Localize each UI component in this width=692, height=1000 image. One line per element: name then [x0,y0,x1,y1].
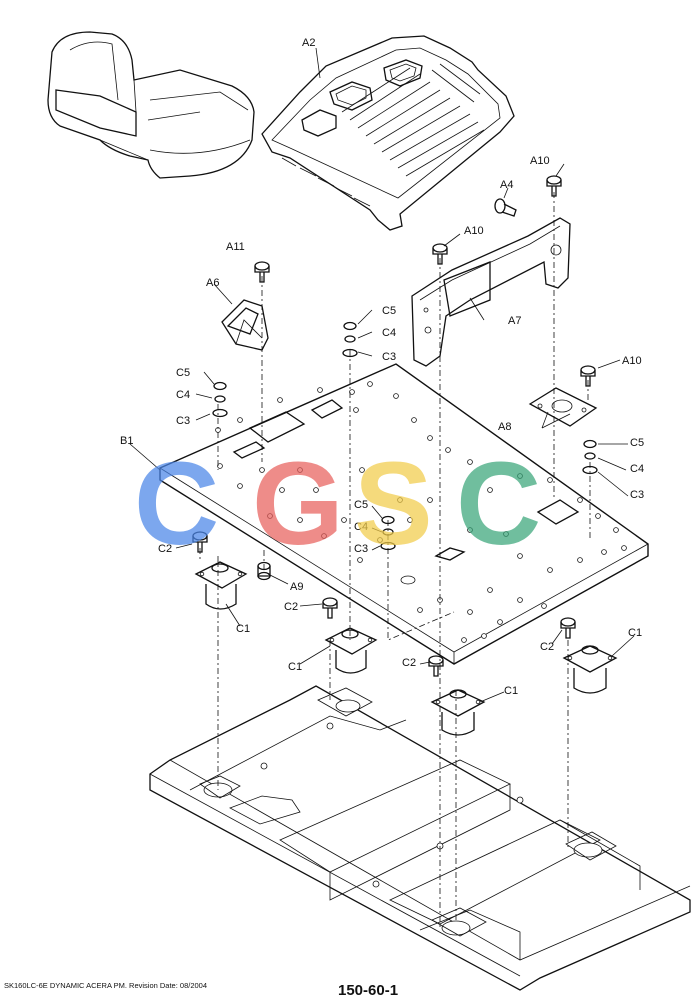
label-a10-top: A10 [530,155,550,167]
label-a9: A9 [290,581,303,593]
watermark-letter-c1: C [134,438,219,570]
model-revision-text: SK160LC-6E DYNAMIC ACERA PM. Revision Da… [4,981,208,990]
page-number: 150-60-1 [338,982,399,999]
mount-c1-1 [194,561,248,610]
stack-right [582,439,598,475]
bolt-c2-4 [560,617,576,639]
label-c5-right: C5 [630,437,644,449]
label-c3-center: C3 [354,543,368,555]
label-c4-top: C4 [382,327,396,339]
stack-upper-left [212,381,228,418]
label-a2: A2 [302,37,315,49]
bolt-a10-right [580,365,596,387]
watermark-letter-g: G [252,438,344,570]
assembly-center-lines [199,192,591,930]
label-c2-2: C2 [284,601,298,613]
watermark-letter-c2: C [456,438,541,570]
mount-c1-3 [430,689,486,736]
bolt-a4 [494,198,517,217]
bolt-a11 [254,261,270,283]
floor-plate-b1 [159,363,649,665]
label-a11: A11 [226,241,245,253]
label-a7: A7 [508,315,521,327]
label-a6: A6 [206,277,219,289]
watermark-letter-s: S [354,438,433,570]
stack-center [380,515,396,551]
spacer-plate-a8 [528,387,598,427]
label-c3-top: C3 [382,351,396,363]
bolt-c2-2 [322,597,338,619]
rubber-mounts-c1 [194,561,618,736]
cab-locator-icon [47,31,255,179]
label-c4-right: C4 [630,463,644,475]
pedal-bracket-a6 [221,299,269,351]
floor-mat-a2 [261,35,515,231]
label-c3-left: C3 [176,415,190,427]
bracket-a7 [411,217,571,367]
label-a10-right: A10 [622,355,642,367]
nut-washer-stacks [212,321,598,551]
label-c1-3: C1 [504,685,518,697]
label-a10-left: A10 [464,225,484,237]
leader-lines [129,47,635,703]
cgsc-watermark: C G S C [134,438,541,570]
bolt-a10-top [546,175,562,197]
stack-upper-center [342,321,358,358]
label-c5-left: C5 [176,367,190,379]
label-c4-center: C4 [354,521,368,533]
label-c2-4: C2 [540,641,554,653]
label-c5-center: C5 [354,499,368,511]
part-labels: A2 A10 A4 A10 A11 A6 A7 C5 C4 C3 A10 C5 … [120,37,644,697]
label-c2-3: C2 [402,657,416,669]
base-frame [149,685,691,991]
label-c1-2: C1 [288,661,302,673]
plug-a9 [257,561,271,581]
mount-c1-4 [562,645,618,694]
label-a8: A8 [498,421,511,433]
label-c2-1: C2 [158,543,172,555]
label-a4: A4 [500,179,513,191]
label-c1-right: C1 [628,627,642,639]
label-b1: B1 [120,435,133,447]
bolts [192,175,596,677]
label-c4-left: C4 [176,389,190,401]
label-c1-1: C1 [236,623,250,635]
bolt-a10-left [432,243,448,265]
label-c3-right: C3 [630,489,644,501]
bolt-c2-3 [428,655,444,677]
mount-c1-2 [324,627,378,674]
bolt-c2-1 [192,531,208,553]
label-c5-top: C5 [382,305,396,317]
